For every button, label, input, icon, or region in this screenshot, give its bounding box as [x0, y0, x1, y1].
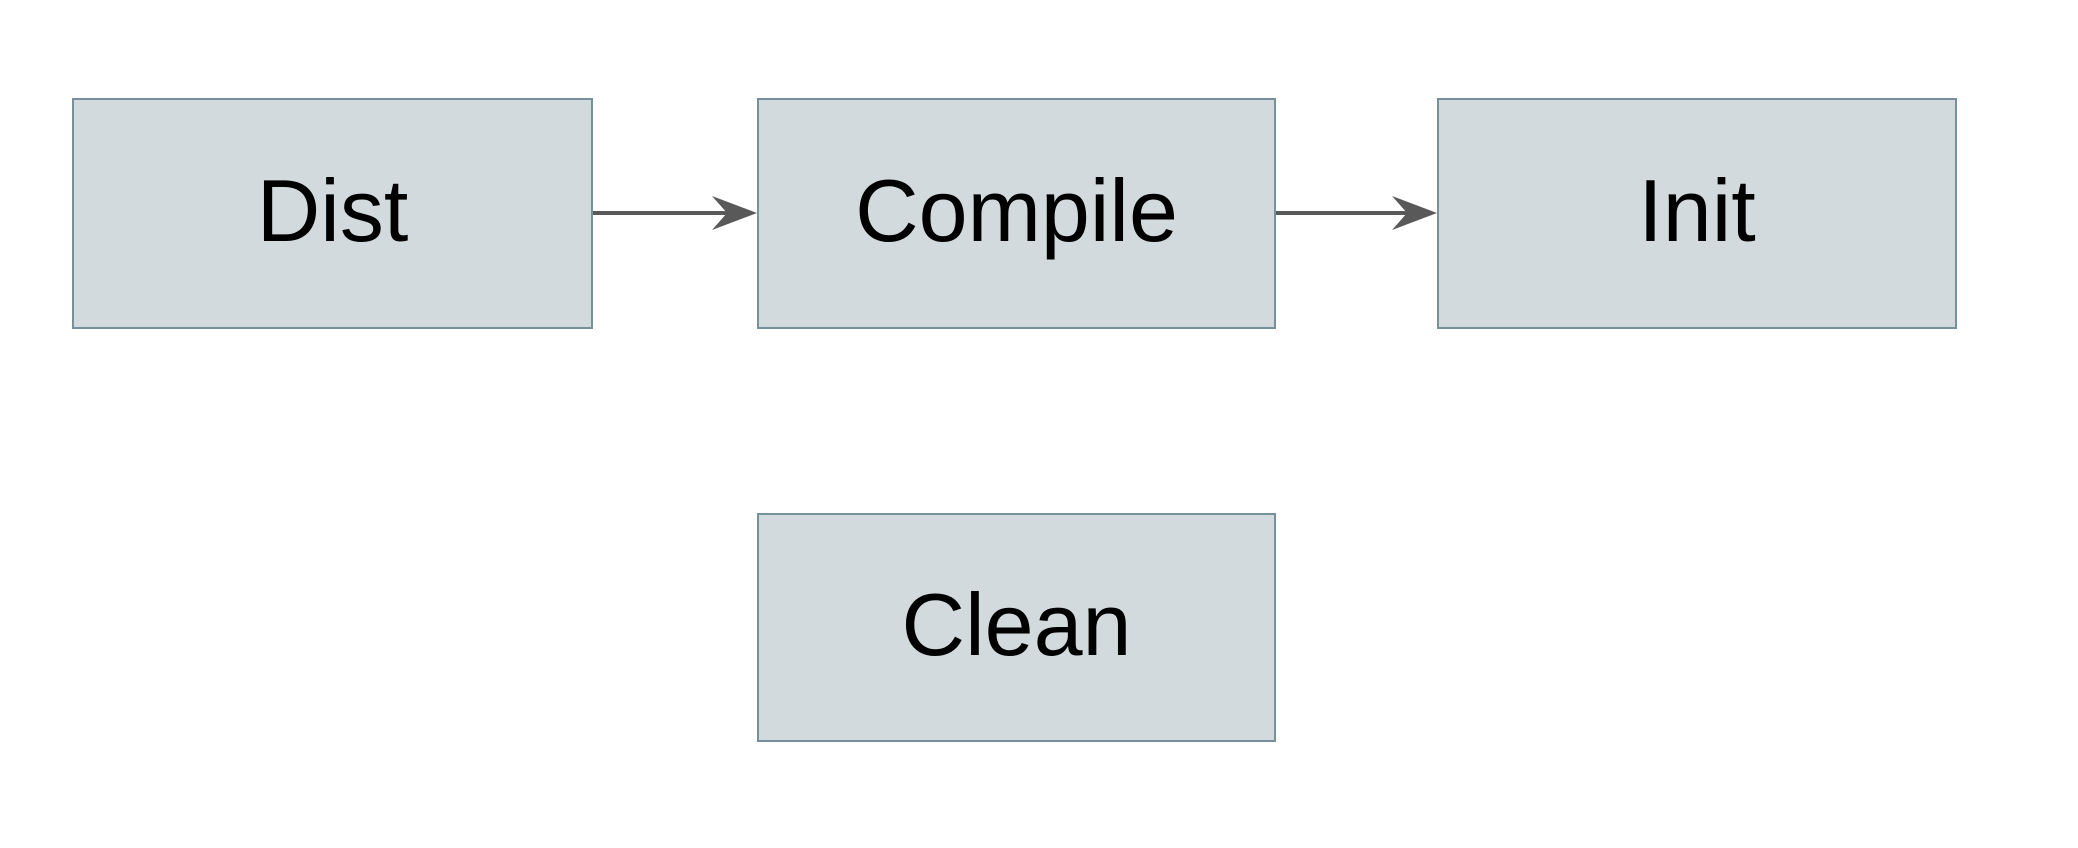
node-init-label: Init	[1638, 160, 1756, 260]
node-compile-label: Compile	[855, 160, 1178, 260]
node-dist-label: Dist	[256, 160, 409, 260]
arrow-compile-to-init	[1276, 196, 1437, 230]
node-clean: Clean	[757, 513, 1276, 742]
node-dist: Dist	[72, 98, 593, 329]
arrow-compile-to-init-head	[1392, 196, 1437, 230]
node-compile: Compile	[757, 98, 1276, 329]
node-init: Init	[1437, 98, 1957, 329]
arrow-dist-to-compile-head	[712, 196, 757, 230]
arrow-dist-to-compile	[593, 196, 757, 230]
node-clean-label: Clean	[901, 574, 1132, 674]
